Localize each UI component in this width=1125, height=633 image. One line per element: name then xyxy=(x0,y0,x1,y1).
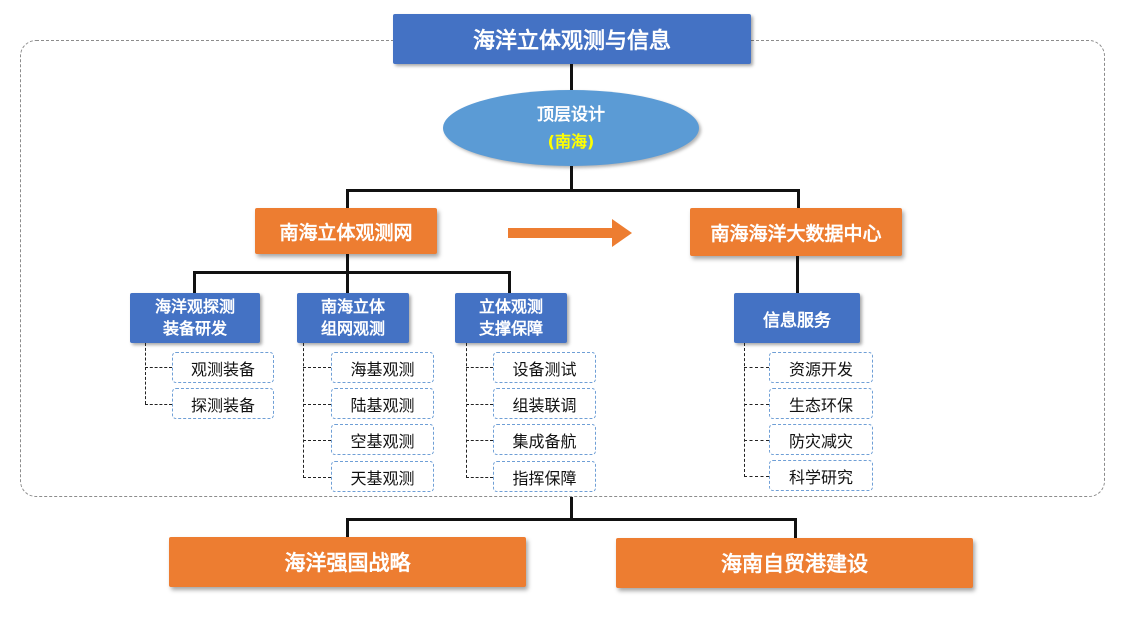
list-item: 设备测试 xyxy=(493,352,596,383)
list-item-label: 探测装备 xyxy=(190,395,255,415)
list-item-label: 设备测试 xyxy=(512,359,577,379)
connector-group-2 xyxy=(346,271,349,293)
group-2-tree-line xyxy=(303,343,304,478)
connector-right-center xyxy=(797,189,800,209)
group-equipment-rd: 海洋观探测 装备研发 xyxy=(130,293,260,343)
free-trade-port-label: 海南自贸港建设 xyxy=(721,552,868,576)
list-item-label: 海基观测 xyxy=(350,359,415,379)
ocean-power-strategy-box: 海洋强国战略 xyxy=(169,537,526,587)
list-item: 陆基观测 xyxy=(331,388,434,419)
group-3-tree-line xyxy=(466,343,467,478)
list-item: 资源开发 xyxy=(769,352,873,383)
group-2-branch-2 xyxy=(303,404,331,405)
list-item-label: 指挥保障 xyxy=(512,468,577,488)
connector-centers-bar xyxy=(346,189,800,192)
list-item: 指挥保障 xyxy=(493,461,596,492)
group-2-branch-1 xyxy=(303,367,331,368)
list-item-label: 科学研究 xyxy=(788,467,853,487)
list-item: 观测装备 xyxy=(172,352,274,383)
group-equipment-rd-line2: 装备研发 xyxy=(162,319,227,338)
group-2-branch-4 xyxy=(303,477,331,478)
connector-groups-bar xyxy=(193,271,511,274)
top-title: 海洋立体观测与信息 xyxy=(472,29,671,54)
list-item-label: 空基观测 xyxy=(350,431,415,451)
top-design-ellipse: 顶层设计 (南海) xyxy=(443,90,699,166)
list-item: 生态环保 xyxy=(769,388,873,419)
free-trade-port-box: 海南自贸港建设 xyxy=(616,538,973,588)
group-network-observation-line2: 组网观测 xyxy=(320,319,385,338)
group-1-branch-1 xyxy=(145,367,172,368)
info-branch-3 xyxy=(744,440,769,441)
connector-group-1 xyxy=(193,271,196,293)
list-item-label: 防灾减灾 xyxy=(788,431,853,451)
list-item: 海基观测 xyxy=(331,352,434,383)
connector-title-ellipse xyxy=(570,64,573,90)
list-item-label: 集成备航 xyxy=(512,431,577,451)
connector-group-3 xyxy=(508,271,511,293)
list-item: 组装联调 xyxy=(493,388,596,419)
group-network-observation-line1: 南海立体 xyxy=(320,297,385,316)
list-item: 集成备航 xyxy=(493,424,596,455)
list-item-label: 资源开发 xyxy=(788,359,853,379)
ocean-power-strategy-label: 海洋强国战略 xyxy=(284,551,411,575)
list-item-label: 陆基观测 xyxy=(350,395,415,415)
info-branch-1 xyxy=(744,367,769,368)
connector-info-service xyxy=(796,256,799,293)
info-tree-line xyxy=(744,343,745,477)
list-item: 空基观测 xyxy=(331,424,434,455)
group-3-branch-4 xyxy=(466,477,493,478)
group-support-line1: 立体观测 xyxy=(478,297,543,316)
big-data-center-box: 南海海洋大数据中心 xyxy=(690,208,902,256)
group-3-branch-2 xyxy=(466,404,493,405)
observation-network-box: 南海立体观测网 xyxy=(255,208,437,254)
group-3-branch-3 xyxy=(466,440,493,441)
list-item-label: 生态环保 xyxy=(788,395,853,415)
group-2-branch-3 xyxy=(303,440,331,441)
connector-network-down xyxy=(346,254,349,274)
list-item-label: 组装联调 xyxy=(512,395,577,415)
top-design-title: 顶层设计 xyxy=(537,105,605,125)
list-item-label: 观测装备 xyxy=(190,359,255,379)
connector-bottom-left xyxy=(346,518,349,538)
group-equipment-rd-line1: 海洋观探测 xyxy=(154,297,235,316)
list-item: 防灾减灾 xyxy=(769,424,873,455)
list-item: 天基观测 xyxy=(331,461,434,492)
connector-ellipse-down xyxy=(570,166,573,191)
group-1-branch-2 xyxy=(145,404,172,405)
group-1-tree-line xyxy=(145,343,146,404)
connector-frame-bottom xyxy=(570,497,573,521)
connector-left-center xyxy=(346,189,349,209)
connector-bottom-right xyxy=(794,518,797,538)
observation-network-label: 南海立体观测网 xyxy=(279,221,413,244)
info-branch-4 xyxy=(744,476,769,477)
group-3-branch-1 xyxy=(466,367,493,368)
list-item: 探测装备 xyxy=(172,388,274,419)
info-service-box: 信息服务 xyxy=(734,293,860,343)
list-item-label: 天基观测 xyxy=(350,468,415,488)
arrow-right-icon xyxy=(508,219,632,247)
group-support-line2: 支撑保障 xyxy=(478,319,543,338)
connector-bottom-bar xyxy=(346,518,797,521)
top-design-subtitle: (南海) xyxy=(547,132,595,151)
info-branch-2 xyxy=(744,404,769,405)
list-item: 科学研究 xyxy=(769,460,873,491)
group-network-observation: 南海立体 组网观测 xyxy=(297,293,409,343)
group-support: 立体观测 支撑保障 xyxy=(455,293,567,343)
top-title-box: 海洋立体观测与信息 xyxy=(393,14,751,64)
info-service-label: 信息服务 xyxy=(763,310,831,331)
big-data-center-label: 南海海洋大数据中心 xyxy=(710,222,882,245)
